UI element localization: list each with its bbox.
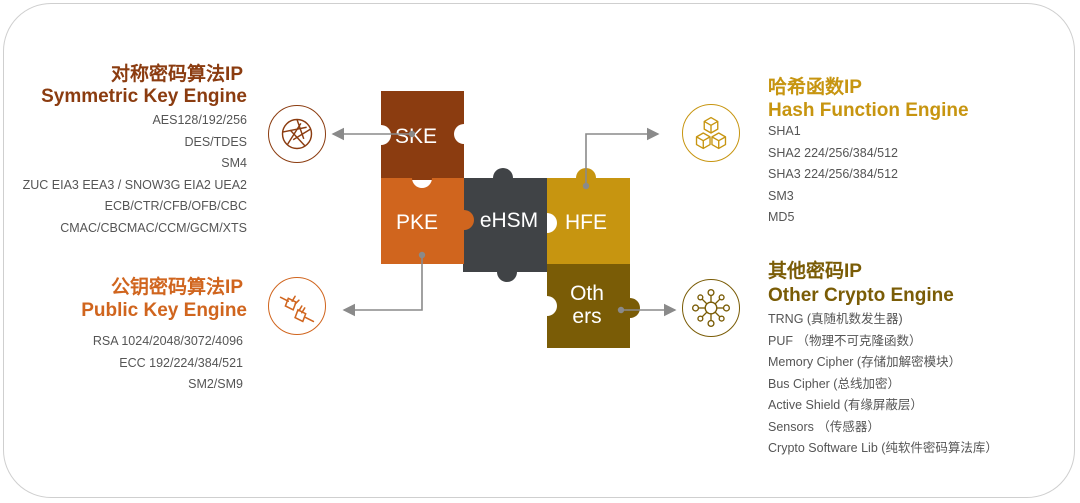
list-item: SM4 — [221, 156, 247, 170]
hash-title-en: Hash Function Engine — [768, 100, 969, 121]
list-item: ECC 192/224/384/521 — [119, 355, 243, 370]
list-item: SHA3 224/256/384/512 — [768, 167, 898, 181]
ehsm-piece — [463, 168, 547, 282]
list-item: ECB/CTR/CFB/OFB/CBC — [104, 199, 247, 213]
others-label-line1: Oth — [570, 282, 604, 305]
cubes-icon — [682, 104, 740, 162]
outer-frame — [3, 3, 1075, 498]
list-item: Memory Cipher (存储加解密模块） — [768, 355, 962, 369]
hfe-label: HFE — [565, 211, 607, 234]
list-item: SM2/SM9 — [188, 377, 243, 391]
ske-label: SKE — [395, 125, 437, 148]
others-label-line2: ers — [572, 305, 601, 328]
public-title-cn: 公钥密码算法IP — [111, 277, 243, 298]
hash-item-list: SHA1 SHA2 224/256/384/512 SHA3 224/256/3… — [768, 121, 898, 229]
list-item: DES/TDES — [184, 134, 247, 149]
public-item-list: RSA 1024/2048/3072/4096 ECC 192/224/384/… — [93, 331, 243, 396]
symmetric-title-en: Symmetric Key Engine — [41, 86, 247, 107]
list-item: Sensors （传感器） — [768, 419, 880, 434]
symmetric-title-cn: 对称密码算法IP — [111, 64, 243, 85]
list-item: Bus Cipher (总线加密） — [768, 376, 900, 391]
list-item: CMAC/CBCMAC/CCM/GCM/XTS — [60, 220, 247, 235]
ehsm-label: eHSM — [480, 209, 538, 232]
list-item: Crypto Software Lib (纯软件密码算法库） — [768, 441, 998, 455]
pke-piece — [381, 178, 474, 264]
list-item: AES128/192/256 — [152, 113, 247, 127]
aperture-icon — [268, 105, 326, 163]
other-title-cn: 其他密码IP — [768, 261, 862, 282]
list-item: SM3 — [768, 188, 794, 203]
public-title-en: Public Key Engine — [81, 300, 247, 321]
list-item: MD5 — [768, 210, 795, 224]
other-title-en: Other Crypto Engine — [768, 285, 954, 306]
list-item: Active Shield (有缘屏蔽层） — [768, 398, 923, 412]
list-item: ZUC EIA3 EEA3 / SNOW3G EIA2 UEA2 — [22, 177, 247, 192]
pke-label: PKE — [396, 211, 438, 234]
hash-title-cn: 哈希函数IP — [768, 77, 862, 98]
ske-piece — [381, 91, 464, 180]
hfe-piece — [547, 168, 630, 264]
others-piece — [547, 264, 640, 348]
other-item-list: TRNG (真随机数发生器) PUF （物理不可克隆函数） Memory Cip… — [768, 309, 998, 460]
list-item: SHA2 224/256/384/512 — [768, 145, 898, 160]
symmetric-item-list: AES128/192/256 DES/TDES SM4 ZUC EIA3 EEA… — [23, 110, 247, 239]
list-item: SHA1 — [768, 124, 801, 138]
list-item: RSA 1024/2048/3072/4096 — [92, 334, 243, 348]
list-item: TRNG (真随机数发生器) — [768, 312, 903, 326]
network-icon — [682, 279, 740, 337]
hfe-arrow — [585, 127, 660, 186]
list-item: PUF （物理不可克隆函数） — [768, 333, 922, 348]
pke-arrow — [342, 255, 423, 317]
plug-icon — [268, 277, 326, 335]
